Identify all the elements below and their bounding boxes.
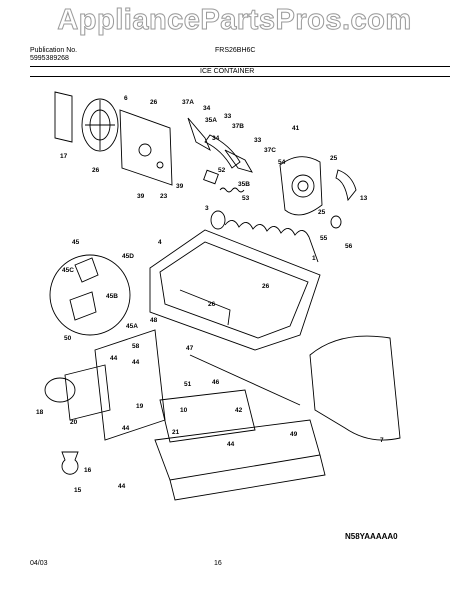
ice-bin-drawing bbox=[149, 229, 321, 351]
part-label: 45 bbox=[72, 239, 80, 246]
part-label: 39 bbox=[137, 193, 145, 200]
auger-housing-drawing bbox=[279, 156, 323, 216]
part-label: 18 bbox=[36, 409, 44, 416]
part-label: 44 bbox=[118, 483, 126, 490]
part-label: 48 bbox=[150, 317, 158, 324]
bulb-drawing bbox=[61, 451, 79, 475]
back-plate-drawing bbox=[119, 109, 173, 186]
part-label: 44 bbox=[227, 441, 235, 448]
part-label: 26 bbox=[262, 283, 270, 290]
part-label: 45B bbox=[106, 293, 118, 300]
part-label: 33 bbox=[224, 113, 232, 120]
part-label: 52 bbox=[218, 167, 226, 174]
lever-drawing bbox=[187, 117, 211, 152]
drawing-code: N58YAAAAA0 bbox=[345, 532, 398, 541]
part-label: 10 bbox=[180, 407, 188, 414]
part-label: 55 bbox=[320, 235, 328, 242]
part-label: 37B bbox=[232, 123, 244, 130]
part-label: 44 bbox=[110, 355, 118, 362]
part-label: 34 bbox=[203, 105, 211, 112]
part-label: 44 bbox=[122, 425, 130, 432]
blade-drawing bbox=[335, 169, 357, 202]
header-rule-bottom bbox=[30, 76, 450, 77]
part-label: 33 bbox=[254, 137, 262, 144]
part-label: 3 bbox=[205, 205, 209, 212]
part-label: 34 bbox=[212, 135, 220, 142]
part-label: 58 bbox=[132, 343, 140, 350]
part-label: 56 bbox=[345, 243, 353, 250]
part-label: 13 bbox=[360, 195, 368, 202]
part-label: 49 bbox=[290, 431, 298, 438]
watermark: AppliancePartsPros.com bbox=[57, 4, 412, 37]
publication-label: Publication No. bbox=[30, 47, 78, 54]
part-label: 4 bbox=[158, 239, 162, 246]
section-title: ICE CONTAINER bbox=[200, 68, 255, 75]
part-label: 51 bbox=[184, 381, 192, 388]
part-label: 26 bbox=[92, 167, 100, 174]
part-label: 45C bbox=[62, 267, 74, 274]
model-number: FRS26BH6C bbox=[215, 47, 256, 54]
part-label: 16 bbox=[84, 467, 92, 474]
part-label: 41 bbox=[292, 125, 300, 132]
part-label: 35A bbox=[205, 117, 217, 124]
spring-drawing bbox=[219, 187, 245, 193]
auger-wheel-drawing bbox=[81, 98, 119, 152]
part-label: 39 bbox=[176, 183, 184, 190]
part-label: 44 bbox=[132, 359, 140, 366]
part-label: 23 bbox=[160, 193, 168, 200]
part-label: 6 bbox=[124, 95, 128, 102]
part-label: 37A bbox=[182, 99, 194, 106]
part-label: 7 bbox=[380, 437, 384, 444]
part-label: 20 bbox=[70, 419, 78, 426]
header-rule-top bbox=[30, 66, 450, 67]
part-label: 46 bbox=[212, 379, 220, 386]
page-number: 16 bbox=[214, 560, 222, 567]
rod-drawing bbox=[189, 354, 301, 406]
part-label: 21 bbox=[172, 429, 180, 436]
auger-coil-drawing bbox=[224, 220, 319, 263]
part-label: 53 bbox=[242, 195, 250, 202]
part-label: 1 bbox=[312, 255, 316, 262]
part-label: 26 bbox=[208, 301, 216, 308]
motor-drawing bbox=[44, 377, 76, 403]
part-label: 25 bbox=[318, 209, 326, 216]
part-label: 50 bbox=[64, 335, 72, 342]
part-label: 42 bbox=[235, 407, 243, 414]
part-label: 35B bbox=[238, 181, 250, 188]
detail-circle-drawing bbox=[49, 254, 131, 336]
footer-date: 04/03 bbox=[30, 560, 48, 567]
part-label: 17 bbox=[60, 153, 68, 160]
bracket-plate-drawing bbox=[54, 91, 73, 143]
front-cover-drawing bbox=[309, 335, 401, 441]
part-label: 26 bbox=[150, 99, 158, 106]
part-label: 37C bbox=[264, 147, 276, 154]
part-label: 19 bbox=[136, 403, 144, 410]
publication-number: 5995389268 bbox=[30, 55, 69, 62]
part-label: 15 bbox=[74, 487, 82, 494]
part-label: 47 bbox=[186, 345, 194, 352]
part-label: 45D bbox=[122, 253, 134, 260]
part-label: 54 bbox=[278, 159, 286, 166]
part-label: 25 bbox=[330, 155, 338, 162]
part-label: 45A bbox=[126, 323, 138, 330]
